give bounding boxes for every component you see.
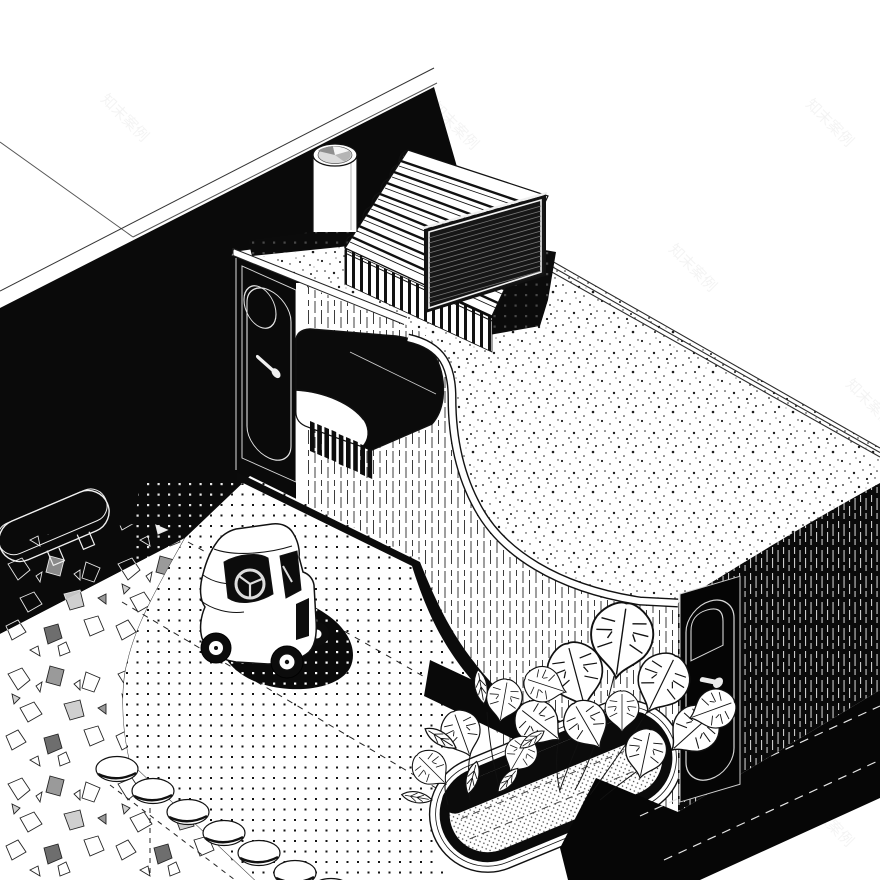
stepping-stone (237, 839, 281, 867)
chimney-flue (312, 143, 358, 232)
niche-corner-line (349, 351, 437, 395)
stepping-stones (95, 755, 343, 880)
stepping-stone (95, 755, 139, 783)
stepping-stone (131, 777, 175, 805)
roof-stipple-texture (233, 234, 880, 603)
scalloped-edge (344, 149, 409, 249)
louvered-glass-panel (422, 191, 548, 314)
car-side-window (223, 554, 274, 603)
stepping-stone (166, 798, 210, 826)
curved-wall-trim (406, 333, 679, 608)
site-slab-edges (0, 67, 438, 292)
door-handle-lever-icon[interactable] (256, 354, 278, 376)
facade-parapet-band (231, 248, 408, 325)
door-oval-window (243, 285, 277, 329)
arched-rear-door[interactable] (679, 575, 741, 803)
car-steering-wheel (234, 568, 266, 600)
door-arch-window (690, 608, 724, 662)
facade-base-strip (237, 472, 500, 700)
car-front-wheel (200, 632, 232, 664)
corrugated-skylight-monitor (344, 149, 549, 353)
stepping-stone (202, 819, 246, 847)
garden-bench (0, 488, 110, 567)
monstera-plants (400, 597, 742, 806)
black-plinth (560, 690, 880, 880)
terrazzo-texture (0, 538, 255, 880)
car-rear-wheel (270, 645, 304, 679)
roof-parapet-lines (510, 239, 880, 458)
vent-slats (310, 421, 373, 479)
car-rear-window (279, 550, 302, 599)
car-rear-vent (296, 598, 309, 640)
door-handle-lever-icon[interactable] (699, 675, 721, 688)
toy-cozy-coupe-car (199, 523, 353, 690)
stepping-stone (273, 859, 317, 880)
